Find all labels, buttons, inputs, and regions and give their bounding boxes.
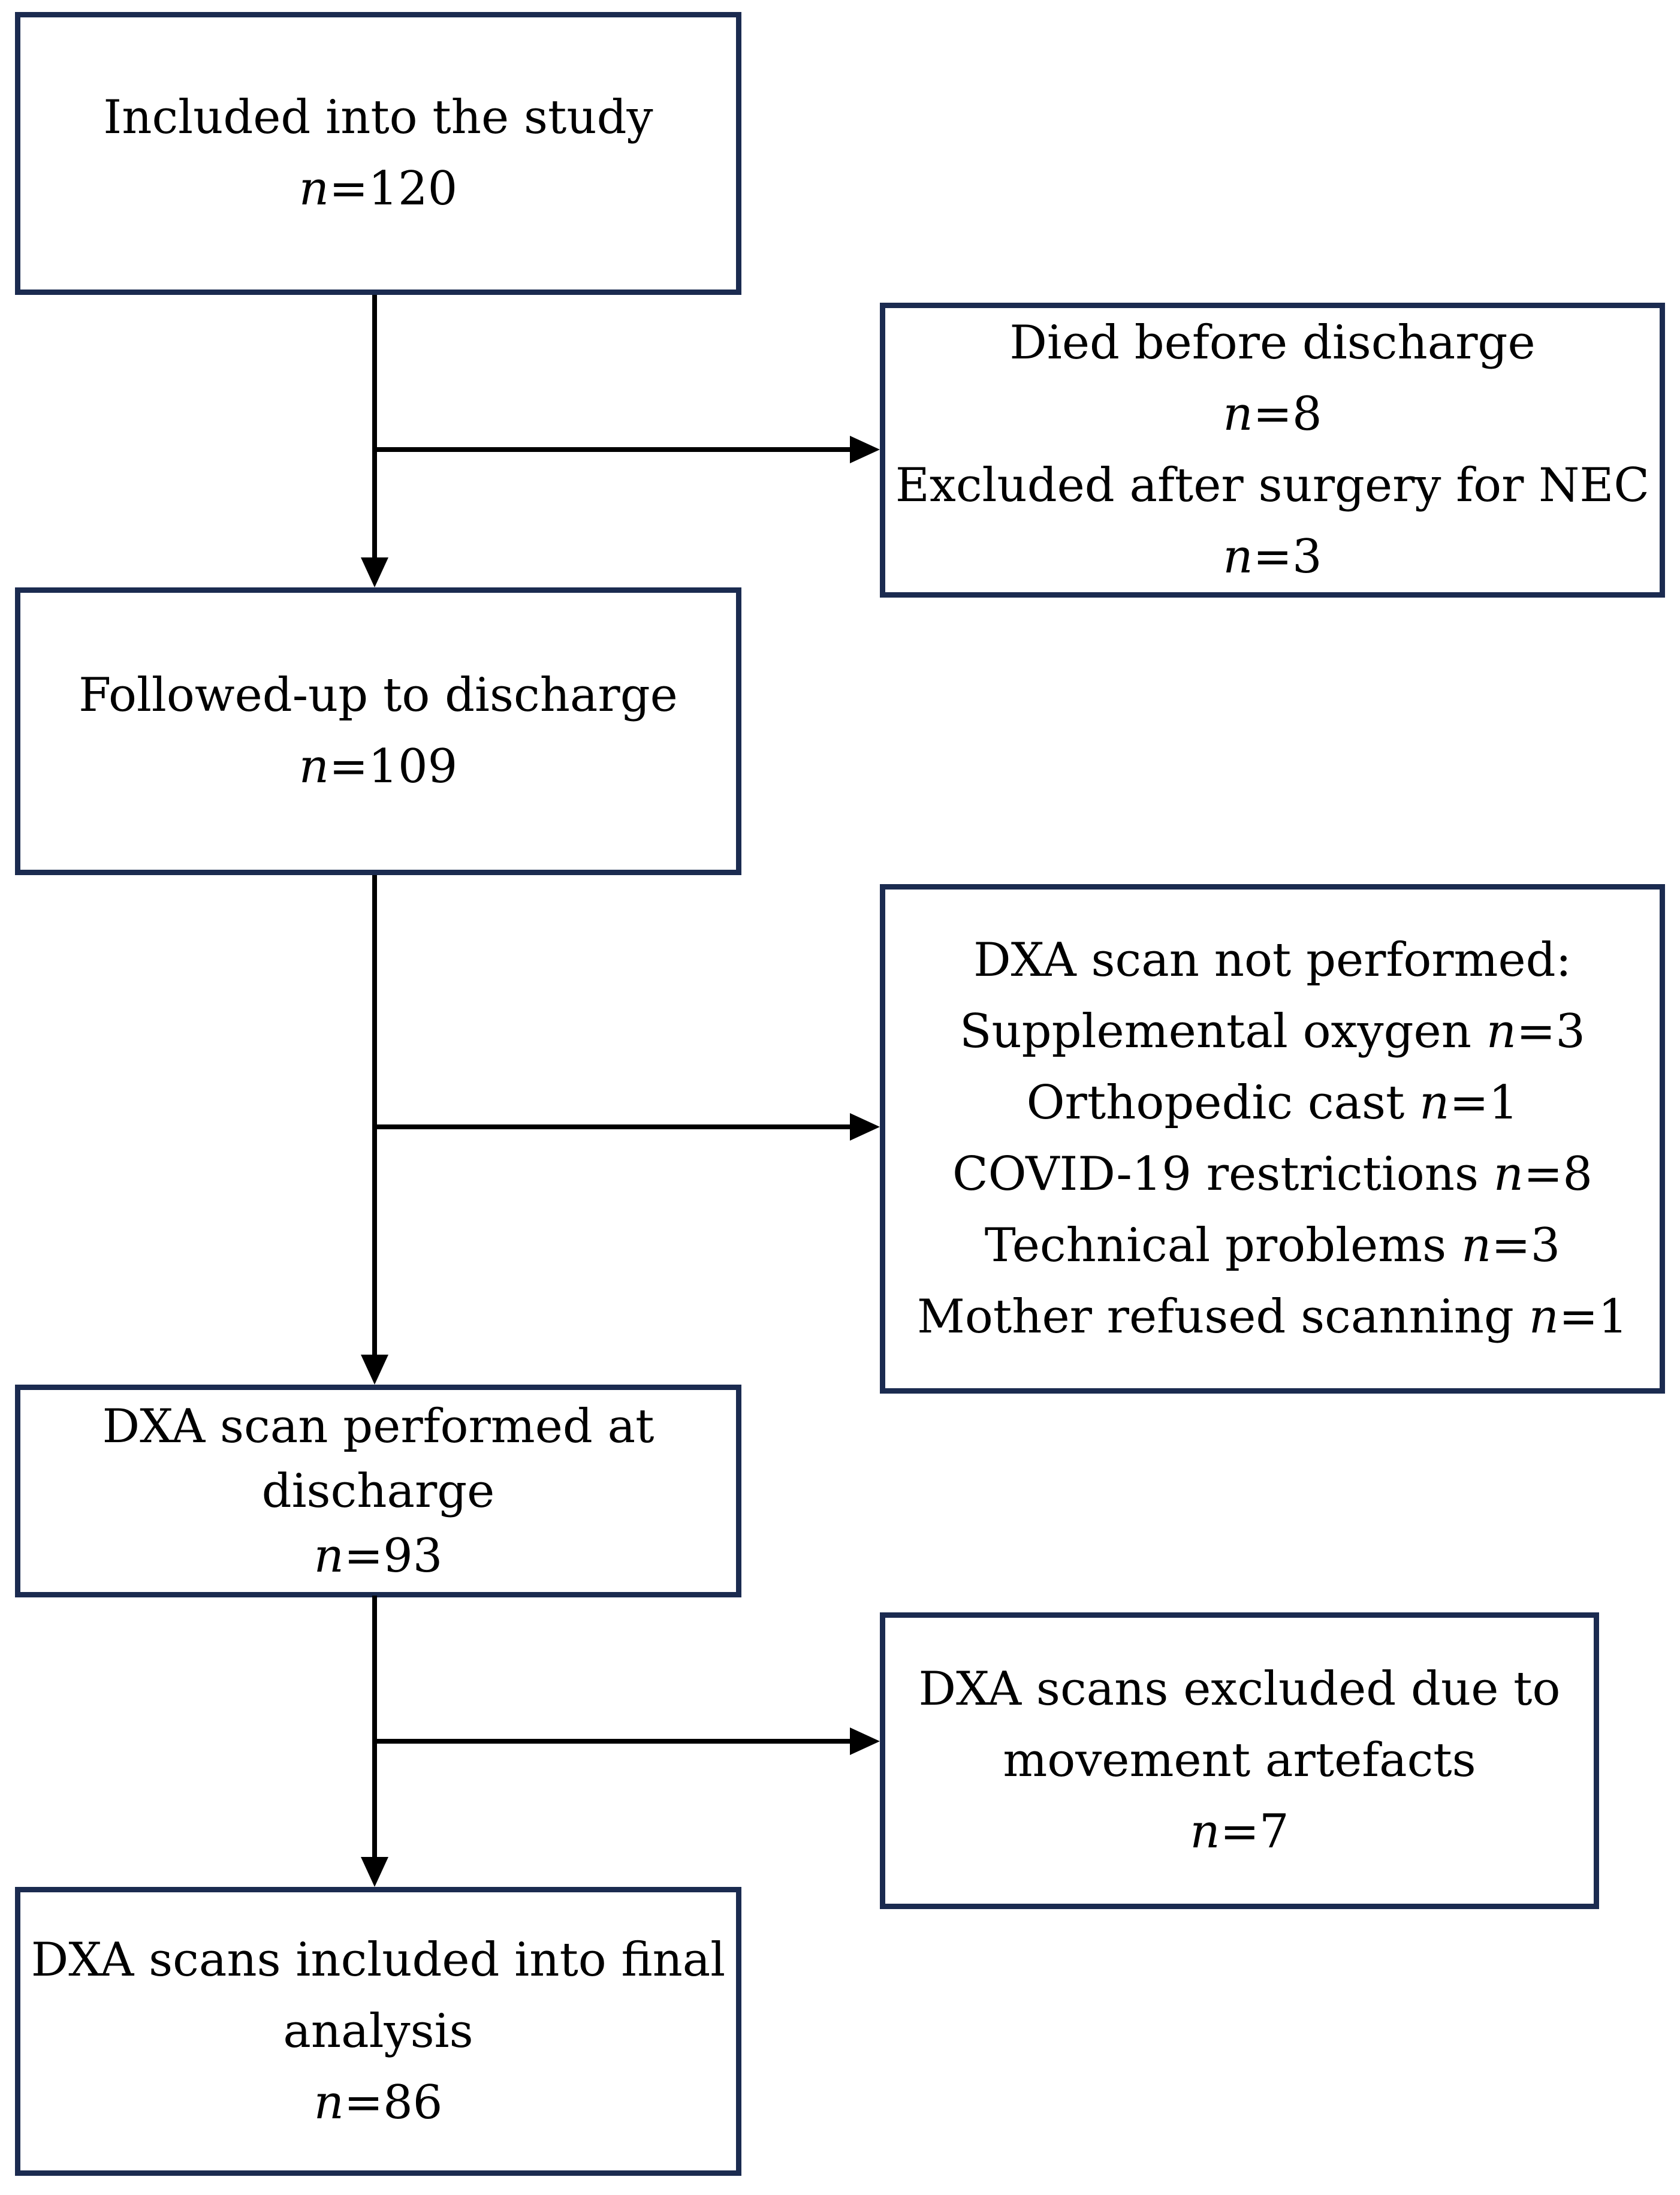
connector-line-down-2 xyxy=(372,875,377,1356)
box-text-line: Mother refused scanning n=1 xyxy=(917,1290,1628,1344)
arrowhead-right-1-icon xyxy=(850,436,880,463)
box-text-line: Died before discharge xyxy=(1009,316,1536,370)
box-text-line: DXA scans included into final xyxy=(31,1932,726,1987)
box-text-line: DXA scan not performed: xyxy=(973,933,1572,987)
connector-line-branch-3 xyxy=(375,1739,851,1744)
box-text-line: n=120 xyxy=(298,162,458,216)
box-text-line: DXA scans excluded due to xyxy=(918,1662,1561,1716)
connector-line-branch-1 xyxy=(375,447,851,452)
arrowhead-right-2-icon xyxy=(850,1113,880,1141)
box-text-line: Followed-up to discharge xyxy=(79,668,678,722)
box-text-line: Included into the study xyxy=(103,91,653,144)
flow-box-followed-up-to-discharge: Followed-up to discharge n=109 xyxy=(15,587,741,875)
box-text-line: Technical problems n=3 xyxy=(984,1219,1561,1273)
flow-box-dxa-scans-final-analysis: DXA scans included into final analysis n=8… xyxy=(15,1887,741,2176)
arrowhead-down-2-icon xyxy=(361,1355,388,1385)
connector-line-down-1 xyxy=(372,295,377,559)
flow-box-dxa-scans-excluded: DXA scans excluded due to movement artefa… xyxy=(880,1612,1599,1909)
box-text-line: movement artefacts xyxy=(1003,1733,1476,1787)
box-text-line: n=109 xyxy=(298,740,458,794)
box-text-line: n=86 xyxy=(313,2075,443,2130)
arrowhead-down-1-icon xyxy=(361,557,388,587)
connector-line-down-3 xyxy=(372,1596,377,1858)
arrowhead-right-3-icon xyxy=(850,1727,880,1755)
box-text-line: DXA scan performed at xyxy=(102,1399,654,1454)
box-text-line: discharge xyxy=(261,1464,495,1518)
flow-box-dxa-scan-performed: DXA scan performed at discharge n=93 xyxy=(15,1385,741,1597)
box-text-line: Supplemental oxygen n=3 xyxy=(960,1005,1585,1059)
connector-line-branch-2 xyxy=(375,1124,851,1129)
box-text-line: analysis xyxy=(283,2004,473,2058)
arrowhead-down-3-icon xyxy=(361,1857,388,1887)
flow-box-included-into-study: Included into the study n=120 xyxy=(15,12,741,295)
flow-box-dxa-scan-not-performed: DXA scan not performed: Supplemental oxyg… xyxy=(880,884,1665,1394)
box-text-line: Excluded after surgery for NEC xyxy=(895,459,1650,512)
box-text-line: n=7 xyxy=(1190,1805,1289,1859)
box-text-line: n=8 xyxy=(1223,387,1322,441)
box-text-line: Orthopedic cast n=1 xyxy=(1026,1076,1519,1130)
box-text-line: n=93 xyxy=(313,1528,443,1583)
box-text-line: COVID-19 restrictions n=8 xyxy=(952,1147,1593,1201)
box-text-line: n=3 xyxy=(1223,530,1322,584)
